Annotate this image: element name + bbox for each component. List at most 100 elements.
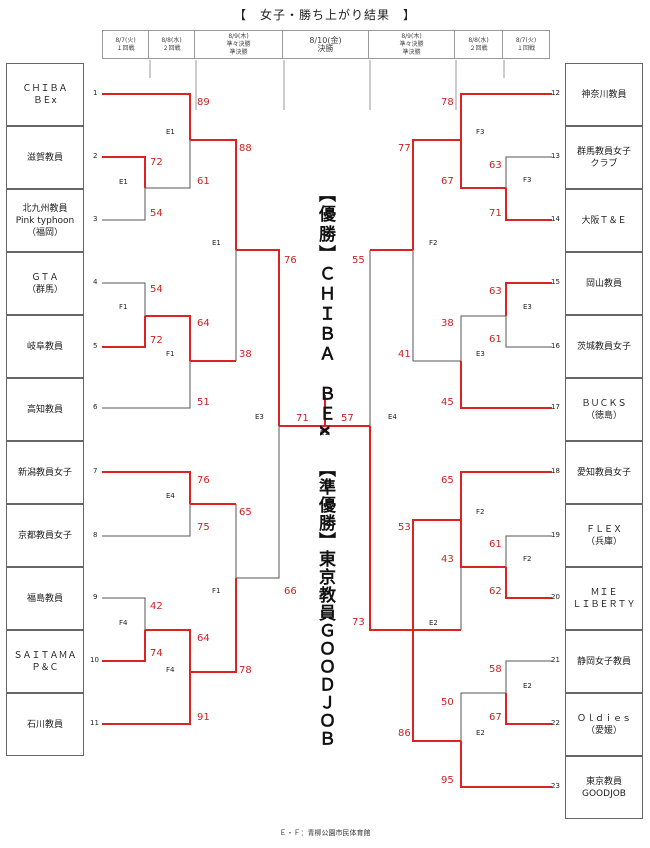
schedule-round: ２回戦 xyxy=(162,44,181,52)
bracket-path-win xyxy=(460,361,552,409)
score-label: 76 xyxy=(197,475,210,486)
bracket-path-loss xyxy=(505,316,552,348)
score-label: 91 xyxy=(197,712,210,723)
score-label: 66 xyxy=(284,586,297,597)
team-box: 愛知教員女子 xyxy=(565,441,643,504)
team-name: 群馬教員女子 クラブ xyxy=(576,146,631,169)
team-box: 静岡女子教員 xyxy=(565,630,643,693)
seed-number: 18 xyxy=(551,467,560,475)
schedule-round: 準々決勝 準決勝 xyxy=(226,40,251,56)
bracket-path-loss xyxy=(102,188,146,221)
team-name: 愛知教員女子 xyxy=(576,467,631,478)
team-box: ＧＴＡ （群馬） xyxy=(6,252,84,315)
score-label: 75 xyxy=(197,522,210,533)
court-label: E2 xyxy=(523,682,532,690)
score-label: 61 xyxy=(489,539,502,550)
court-label: E1 xyxy=(119,178,128,186)
court-label: E2 xyxy=(429,619,438,627)
schedule-date: 8/9(木) xyxy=(228,32,249,40)
seed-number: 7 xyxy=(93,467,98,475)
court-label: E3 xyxy=(255,413,264,421)
team-name: ＣＨＩＢＡ ＢＥx xyxy=(22,83,68,106)
team-name: ＭＩＥ ＬＩＢＥＲＴＹ xyxy=(572,587,636,610)
seed-number: 3 xyxy=(93,215,98,223)
court-label: E1 xyxy=(212,239,221,247)
score-label: 38 xyxy=(441,318,454,329)
bracket-path-win xyxy=(412,519,461,630)
seed-number: 11 xyxy=(90,719,99,727)
team-name: 岡山教員 xyxy=(585,278,622,289)
seed-number: 5 xyxy=(93,342,98,350)
seed-number: 21 xyxy=(551,656,560,664)
team-box: ＢＵＣＫＳ （徳島） xyxy=(565,378,643,441)
score-label: 54 xyxy=(150,284,163,295)
schedule-cell: 8/9(木)準々決勝 準決勝 xyxy=(368,30,454,59)
team-box: 神奈川教員 xyxy=(565,63,643,126)
team-name: ＳＡＩＴＡＭＡ Ｐ＆Ｃ xyxy=(13,650,77,673)
bracket-path-loss xyxy=(505,660,552,693)
team-name: ＢＵＣＫＳ （徳島） xyxy=(581,398,627,421)
team-box: 高知教員 xyxy=(6,378,84,441)
score-label: 57 xyxy=(341,413,354,424)
seed-number: 22 xyxy=(551,719,560,727)
team-name: 高知教員 xyxy=(26,404,63,415)
seed-number: 12 xyxy=(551,89,560,97)
team-box: 東京教員 GOODJOB xyxy=(565,756,643,819)
score-label: 58 xyxy=(489,664,502,675)
schedule-cell: 8/8(水)２回戦 xyxy=(454,30,502,59)
schedule-round: ２回戦 xyxy=(469,44,488,52)
seed-number: 13 xyxy=(551,152,560,160)
score-label: 53 xyxy=(398,522,411,533)
score-label: 62 xyxy=(489,586,502,597)
score-label: 86 xyxy=(398,728,411,739)
bracket-path-loss xyxy=(102,282,146,316)
team-name: 福島教員 xyxy=(26,593,63,604)
schedule-date: 8/7(火) xyxy=(515,36,537,44)
bracket-path-loss xyxy=(505,156,552,188)
team-box: 茨城教員女子 xyxy=(565,315,643,378)
bracket-path-win xyxy=(505,693,552,725)
team-box: ＭＩＥ ＬＩＢＥＲＴＹ xyxy=(565,567,643,630)
team-name: 静岡女子教員 xyxy=(576,656,631,667)
team-box: 岐阜教員 xyxy=(6,315,84,378)
score-label: 64 xyxy=(197,318,210,329)
runner-up-banner: 【準優勝】東京教員ＧＯＯＤＪＯＢ xyxy=(315,460,335,748)
team-name: Ｏｌｄｉｅｓ （愛媛） xyxy=(576,713,631,736)
bracket-path-win xyxy=(412,139,461,250)
bracket-path-loss xyxy=(460,566,506,630)
score-label: 89 xyxy=(197,97,210,108)
score-label: 88 xyxy=(239,143,252,154)
court-label: E2 xyxy=(476,729,485,737)
bracket-path-loss xyxy=(460,692,506,741)
team-box: ＦＬＥＸ （兵庫） xyxy=(565,504,643,567)
seed-number: 4 xyxy=(93,278,98,286)
team-box: 大阪Ｔ＆Ｅ xyxy=(565,189,643,252)
team-box: 岡山教員 xyxy=(565,252,643,315)
bracket-path-loss xyxy=(102,361,191,409)
bracket-path-loss xyxy=(102,504,191,537)
page-title: 【 女子・勝ち上がり結果 】 xyxy=(233,8,416,22)
schedule-cell: 8/9(木)準々決勝 準決勝 xyxy=(194,30,282,59)
court-label: F2 xyxy=(429,239,438,247)
bracket-path-win xyxy=(460,520,506,568)
bracket-path-win xyxy=(460,93,552,140)
team-name: 石川教員 xyxy=(26,719,63,730)
team-box: Ｏｌｄｉｅｓ （愛媛） xyxy=(565,693,643,756)
score-label: 63 xyxy=(489,286,502,297)
team-name: 神奈川教員 xyxy=(581,89,627,100)
team-box: ＣＨＩＢＡ ＢＥx xyxy=(6,63,84,126)
score-label: 51 xyxy=(197,397,210,408)
court-label: F3 xyxy=(476,128,485,136)
team-box: ＳＡＩＴＡＭＡ Ｐ＆Ｃ xyxy=(6,630,84,693)
court-label: E4 xyxy=(166,492,175,500)
bracket-path-loss xyxy=(236,426,280,579)
score-label: 61 xyxy=(197,176,210,187)
score-label: 77 xyxy=(398,143,411,154)
bracket-path-loss xyxy=(460,315,506,361)
schedule-cell: 8/7(火)１回戦 xyxy=(102,30,148,59)
score-label: 72 xyxy=(150,335,163,346)
schedule-date: 8/8(水) xyxy=(161,36,182,44)
bracket-path-win xyxy=(102,672,191,725)
bracket-path-loss xyxy=(145,140,191,189)
score-label: 73 xyxy=(352,617,365,628)
